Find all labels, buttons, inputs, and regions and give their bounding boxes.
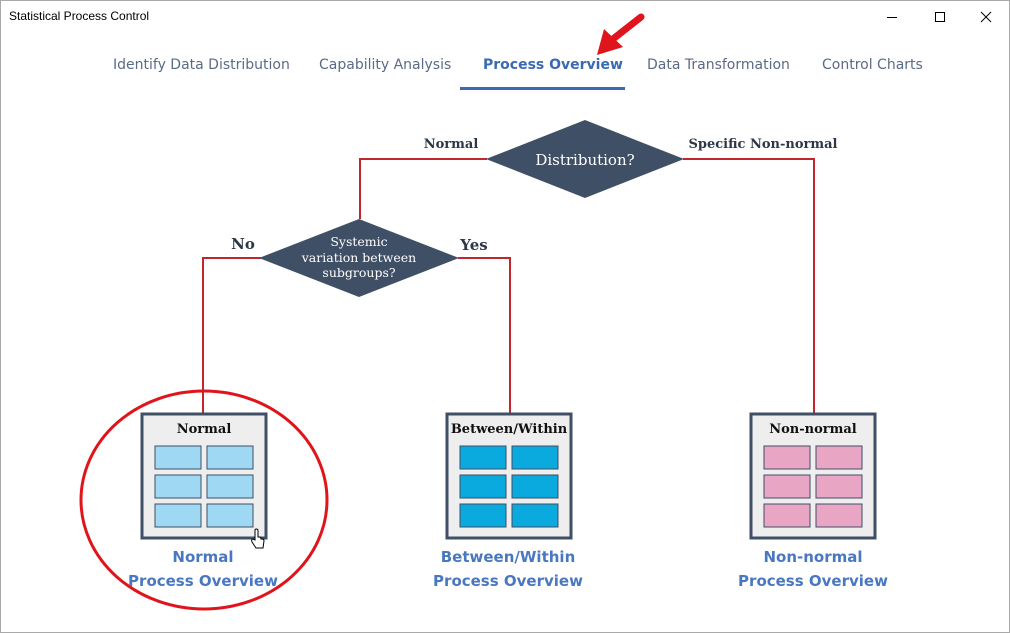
grid-cell bbox=[511, 503, 559, 528]
grid-cell bbox=[154, 474, 202, 499]
grid-cell bbox=[763, 474, 811, 499]
between-within-box-title: Between/Within bbox=[451, 422, 568, 437]
normal-caption-line2: Process Overview bbox=[128, 572, 278, 590]
grid-cell bbox=[206, 445, 254, 470]
between-within-process-overview-link[interactable]: Between/Within Process Overview bbox=[398, 545, 618, 593]
branch-yes-label: Yes bbox=[459, 236, 487, 254]
title-bar[interactable]: Statistical Process Control bbox=[1, 1, 1009, 33]
normal-box-title: Normal bbox=[177, 422, 232, 437]
annotation-arrow-icon bbox=[597, 13, 645, 55]
grid-cell bbox=[459, 445, 507, 470]
systemic-decision-line3: subgroups? bbox=[322, 265, 395, 280]
non-normal-process-overview-link[interactable]: Non-normal Process Overview bbox=[703, 545, 923, 593]
grid-cell bbox=[154, 445, 202, 470]
window-title: Statistical Process Control bbox=[9, 9, 150, 23]
close-button[interactable] bbox=[963, 1, 1009, 33]
non-normal-box-title: Non-normal bbox=[769, 422, 857, 437]
systemic-decision-line2: variation between bbox=[301, 250, 416, 265]
maximize-button[interactable] bbox=[917, 1, 963, 33]
tab-identify-data-distribution[interactable]: Identify Data Distribution bbox=[113, 57, 290, 73]
grid-cell bbox=[763, 503, 811, 528]
maximize-icon bbox=[935, 12, 945, 22]
grid-cell bbox=[511, 445, 559, 470]
between-within-caption-line2: Process Overview bbox=[433, 572, 583, 590]
connector-lines bbox=[202, 158, 815, 413]
between-within-caption-line1: Between/Within bbox=[440, 548, 576, 566]
minimize-icon bbox=[887, 17, 897, 18]
tab-control-charts[interactable]: Control Charts bbox=[822, 57, 923, 73]
hand-cursor-icon bbox=[251, 528, 265, 549]
tab-bar: Identify Data Distribution Capability An… bbox=[1, 49, 1009, 93]
branch-no-label: No bbox=[231, 235, 255, 253]
non-normal-caption-line2: Process Overview bbox=[738, 572, 888, 590]
tab-process-overview[interactable]: Process Overview bbox=[483, 57, 623, 73]
grid-cell bbox=[206, 474, 254, 499]
branch-nonnormal-label: Specific Non-normal bbox=[689, 137, 838, 152]
active-tab-indicator bbox=[460, 87, 625, 90]
normal-process-overview-link[interactable]: Normal Process Overview bbox=[93, 545, 313, 593]
between-within-option-box[interactable]: Between/Within bbox=[445, 412, 573, 540]
non-normal-option-box[interactable]: Non-normal bbox=[749, 412, 877, 540]
tab-data-transformation[interactable]: Data Transformation bbox=[647, 57, 790, 73]
grid-cell bbox=[815, 445, 863, 470]
non-normal-grid bbox=[763, 445, 863, 528]
grid-cell bbox=[459, 503, 507, 528]
normal-grid bbox=[154, 445, 254, 528]
between-within-grid bbox=[459, 445, 559, 528]
grid-cell bbox=[763, 445, 811, 470]
minimize-button[interactable] bbox=[869, 1, 915, 33]
branch-normal-label: Normal bbox=[424, 137, 479, 152]
normal-caption-line1: Normal bbox=[172, 548, 234, 566]
non-normal-caption-line1: Non-normal bbox=[763, 548, 863, 566]
grid-cell bbox=[154, 503, 202, 528]
grid-cell bbox=[206, 503, 254, 528]
systemic-variation-decision: Systemic variation between subgroups? bbox=[259, 219, 459, 297]
highlight-circle bbox=[79, 389, 329, 611]
grid-cell bbox=[815, 503, 863, 528]
distribution-decision-label: Distribution? bbox=[535, 151, 634, 169]
normal-option-box[interactable]: Normal bbox=[140, 412, 268, 540]
tab-capability-analysis[interactable]: Capability Analysis bbox=[319, 57, 452, 73]
grid-cell bbox=[511, 474, 559, 499]
grid-cell bbox=[815, 474, 863, 499]
grid-cell bbox=[459, 474, 507, 499]
systemic-decision-line1: Systemic bbox=[330, 234, 387, 249]
close-icon bbox=[980, 11, 992, 23]
distribution-decision: Distribution? bbox=[486, 120, 684, 198]
